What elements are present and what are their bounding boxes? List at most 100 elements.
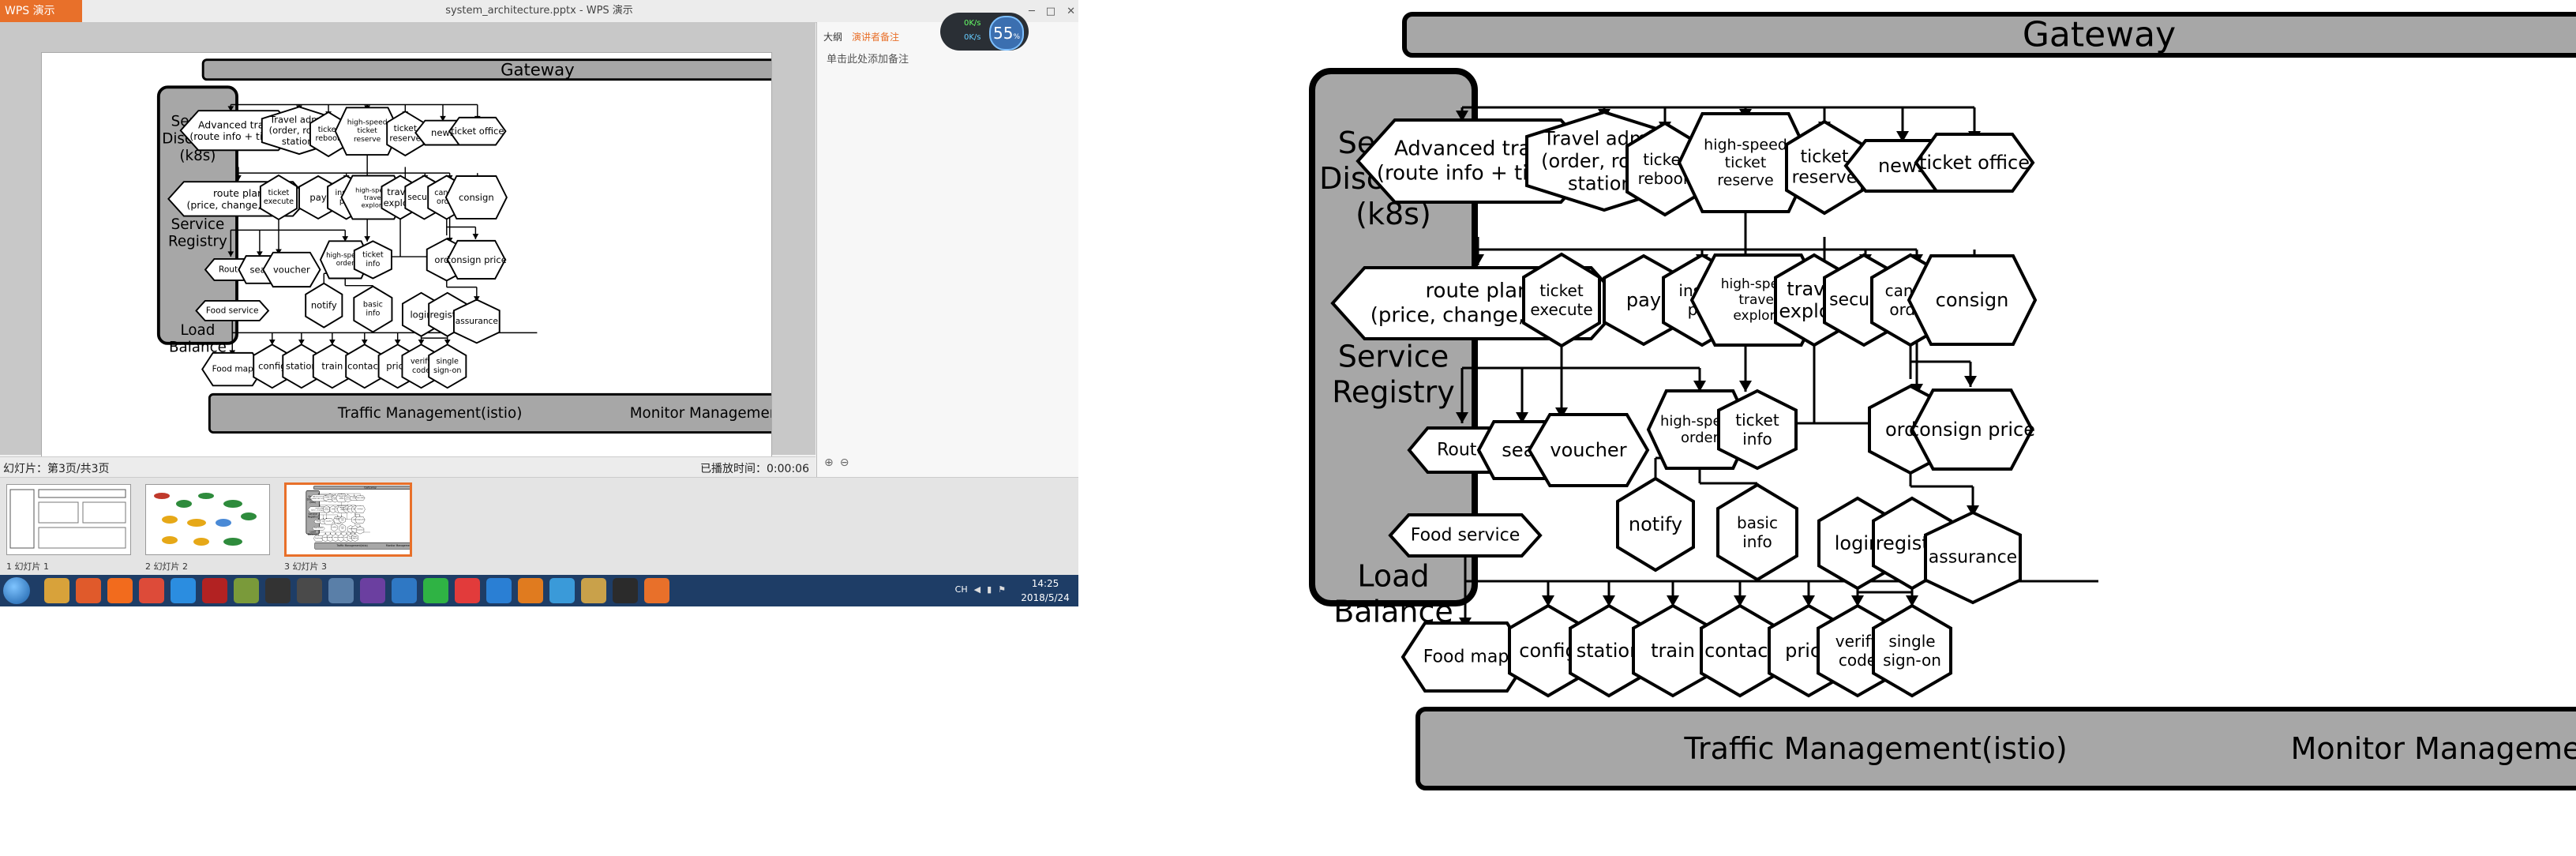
- service-node-food-service[interactable]: Food service: [312, 526, 325, 531]
- service-node-consign[interactable]: consign: [444, 175, 508, 220]
- zoom-out-icon[interactable]: ⊖: [839, 456, 849, 469]
- slide-thumbnail[interactable]: [6, 484, 131, 555]
- node-label: ticket: [1725, 154, 1767, 171]
- shell-icon[interactable]: [297, 578, 322, 603]
- service-node-ticket-office[interactable]: ticket office: [354, 495, 366, 501]
- tray-clock[interactable]: 14:25 2018/5/24: [1017, 576, 1074, 605]
- media-player-icon[interactable]: [76, 578, 101, 603]
- current-slide[interactable]: GatewayServiceDiscovery(k8s)ServiceRegis…: [41, 52, 874, 464]
- wps-icon[interactable]: [644, 578, 669, 603]
- load-balance-label: Load: [180, 322, 215, 339]
- youdao-icon[interactable]: [455, 578, 480, 603]
- hexagon-shape: [1924, 510, 2022, 605]
- service-node-ticket-office[interactable]: ticket office: [1914, 133, 2035, 193]
- network-speed-widget[interactable]: 0K/s 0K/s 55%: [940, 13, 1029, 51]
- start-button-icon[interactable]: [3, 577, 30, 604]
- service-node-assurance[interactable]: assurance: [452, 298, 501, 344]
- service-node-consign[interactable]: consign: [354, 505, 366, 513]
- node-label: travel: [345, 507, 350, 509]
- service-node-consign-price[interactable]: consign price: [1909, 389, 2035, 471]
- upload-speed: 0K/s: [964, 19, 981, 28]
- service-node-food-service[interactable]: Food service: [195, 299, 270, 321]
- wechat-icon[interactable]: [423, 578, 448, 603]
- folder-icon[interactable]: [581, 578, 606, 603]
- service-node-train[interactable]: train: [312, 344, 352, 389]
- service-node-notify[interactable]: notify: [305, 282, 343, 329]
- notes-placeholder[interactable]: 单击此处添加备注: [827, 54, 909, 66]
- service-node-consign-price[interactable]: consign price: [446, 239, 507, 280]
- service-node-voucher[interactable]: voucher: [324, 518, 334, 525]
- service-node-consign-price[interactable]: consign price: [354, 516, 366, 524]
- node-label: ticket: [318, 126, 339, 134]
- service-node-contact[interactable]: contact: [337, 534, 345, 542]
- filezilla-icon[interactable]: [202, 578, 227, 603]
- service-node-notify[interactable]: notify: [1616, 476, 1695, 573]
- service-node-consign[interactable]: consign: [1907, 254, 2038, 346]
- service-node-config[interactable]: config: [1508, 603, 1588, 698]
- hexagon-shape: [259, 174, 298, 221]
- node-label: ticket: [324, 507, 328, 509]
- gateway-bar[interactable]: [1402, 12, 2576, 58]
- obs-icon[interactable]: [360, 578, 385, 603]
- service-node-config[interactable]: config: [253, 344, 292, 389]
- explorer-icon[interactable]: [44, 578, 69, 603]
- notepad-icon[interactable]: [234, 578, 259, 603]
- service-node-notify[interactable]: notify: [331, 524, 338, 532]
- network-icon[interactable]: [392, 578, 417, 603]
- gateway-bar[interactable]: [201, 58, 874, 81]
- ime-indicator[interactable]: CH: [954, 584, 968, 595]
- network-tray-icon[interactable]: ▮: [987, 584, 992, 595]
- image-viewer-icon[interactable]: [328, 578, 354, 603]
- service-node-food-service[interactable]: Food service: [1388, 513, 1543, 558]
- ie-icon[interactable]: [171, 578, 196, 603]
- chrome-icon[interactable]: [139, 578, 164, 603]
- volume-icon[interactable]: ◀: [973, 584, 981, 595]
- service-node-station[interactable]: station: [1569, 603, 1649, 698]
- slide-thumbnail-selected[interactable]: GatewayServiceDiscovery(k8s)ServiceRegis…: [284, 482, 428, 557]
- scripts-icon[interactable]: [549, 578, 575, 603]
- service-node-assurance[interactable]: assurance: [1924, 510, 2022, 605]
- service-node-station[interactable]: station: [282, 344, 321, 389]
- slide-thumbnail[interactable]: [145, 484, 270, 555]
- service-node-assurance[interactable]: assurance: [355, 526, 365, 535]
- tab-outline[interactable]: 大纲: [823, 32, 843, 43]
- firefox-icon[interactable]: [107, 578, 133, 603]
- service-node-ticket-office[interactable]: ticket office: [448, 116, 507, 146]
- close-button[interactable]: ✕: [1067, 5, 1075, 17]
- service-node-contact[interactable]: contact: [345, 344, 384, 389]
- maximize-button[interactable]: □: [1045, 5, 1056, 17]
- minimize-button[interactable]: ─: [1028, 5, 1035, 17]
- tab-speaker-notes[interactable]: 演讲者备注: [852, 32, 900, 43]
- terminal-icon[interactable]: [265, 578, 291, 603]
- service-node-food-map[interactable]: Food map: [201, 351, 264, 387]
- flag-icon[interactable]: ⚑: [998, 584, 1006, 595]
- service-node-contact[interactable]: contact: [1700, 603, 1780, 698]
- wps-app-badge[interactable]: WPS 演示: [0, 0, 82, 22]
- service-node-voucher[interactable]: voucher: [262, 251, 321, 288]
- xmind-icon[interactable]: [518, 578, 543, 603]
- putty-icon[interactable]: [613, 578, 638, 603]
- gateway-bar[interactable]: [313, 486, 428, 490]
- node-label: consign price: [1909, 419, 2035, 441]
- zoom-in-icon[interactable]: ⊕: [824, 456, 834, 469]
- service-node-voucher[interactable]: voucher: [1527, 413, 1650, 487]
- management-bar[interactable]: [1415, 707, 2576, 790]
- node-label: code: [412, 366, 430, 375]
- baidu-cloud-icon[interactable]: [486, 578, 512, 603]
